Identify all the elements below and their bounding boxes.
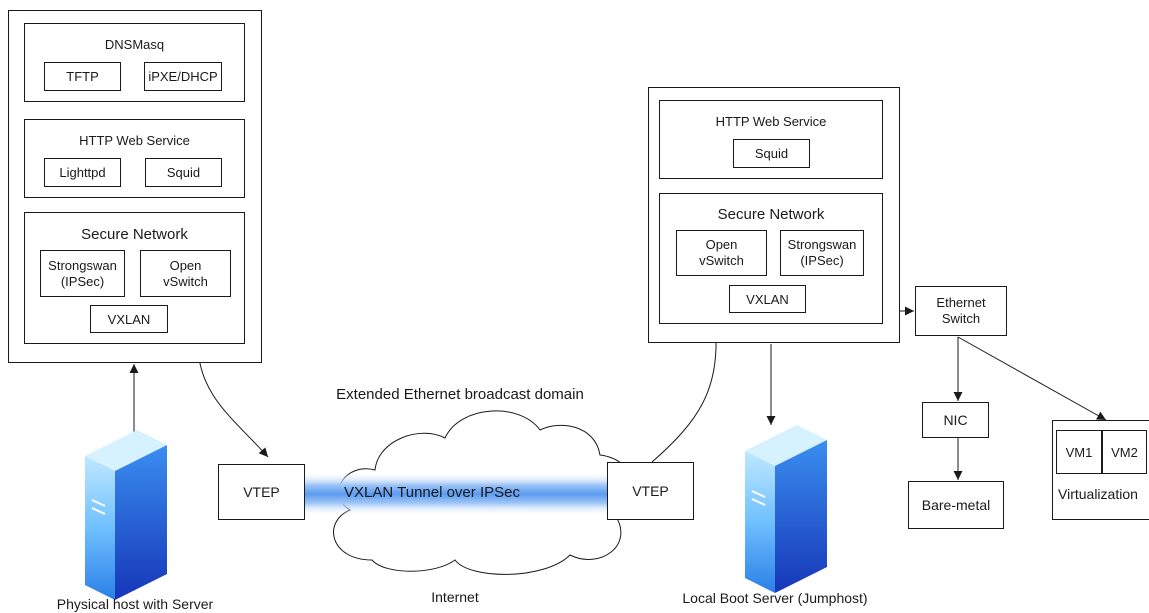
left-http-title: HTTP Web Service [79, 133, 190, 148]
vtep-left: VTEP [218, 464, 305, 520]
local-boot-caption: Local Boot Server (Jumphost) [682, 590, 868, 606]
right-squid-box: Squid [733, 139, 810, 168]
virtualization-label: Virtualization [1058, 486, 1138, 502]
left-squid-box: Squid [145, 158, 222, 187]
right-vxlan-box: VXLAN [729, 285, 806, 313]
ethernet-switch-box: Ethernet Switch [915, 286, 1007, 336]
vm1-box: VM1 [1056, 430, 1102, 474]
left-vxlan-box: VXLAN [90, 305, 168, 333]
nic-box: NIC [922, 402, 989, 438]
ipxe-dhcp-box: iPXE/DHCP [144, 62, 222, 91]
vxlan-tunnel [305, 472, 607, 516]
vtep-right: VTEP [607, 462, 694, 520]
server-icon [85, 430, 167, 600]
right-strongswan-box: Strongswan (IPSec) [780, 230, 864, 276]
server-icon [745, 425, 827, 593]
lighttpd-box: Lighttpd [44, 158, 121, 187]
tunnel-label: VXLAN Tunnel over IPSec [344, 484, 520, 501]
internet-label: Internet [431, 589, 479, 605]
physical-host-caption: Physical host with Server [56, 596, 214, 612]
left-strongswan-box: Strongswan (IPSec) [40, 250, 125, 297]
tftp-box: TFTP [44, 62, 121, 91]
vm2-box: VM2 [1102, 430, 1147, 474]
bare-metal-box: Bare-metal [908, 481, 1004, 529]
left-openvswitch-box: Open vSwitch [140, 250, 231, 297]
right-http-title: HTTP Web Service [715, 114, 827, 129]
dnsmasq-title: DNSMasq [104, 37, 165, 52]
left-secure-network-title: Secure Network [81, 226, 188, 243]
right-openvswitch-box: Open vSwitch [676, 230, 767, 276]
right-secure-network-title: Secure Network [717, 206, 825, 223]
broadcast-domain-label: Extended Ethernet broadcast domain [336, 386, 584, 403]
